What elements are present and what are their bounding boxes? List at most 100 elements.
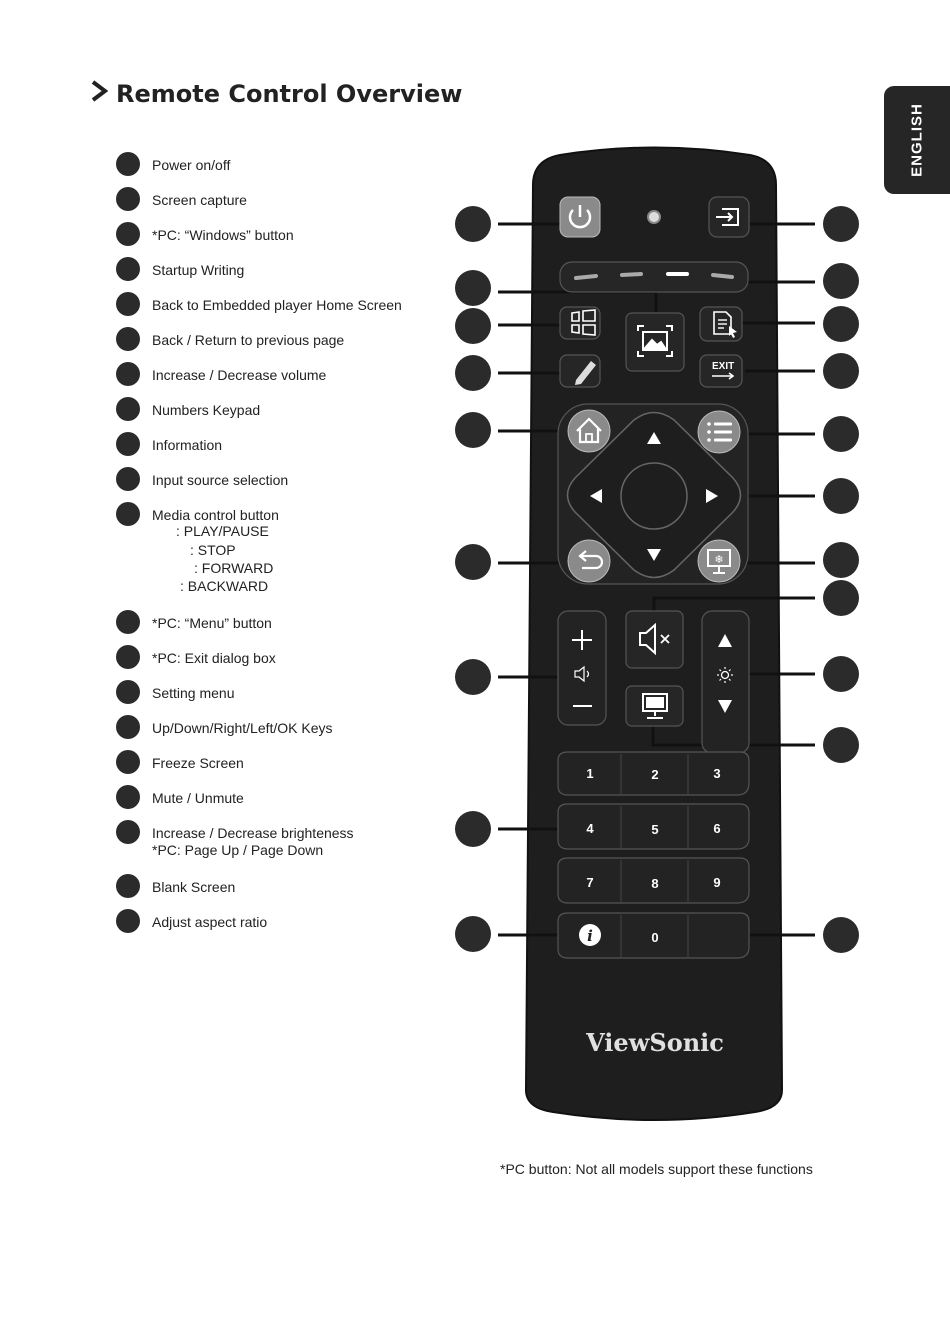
legend-item: Information — [116, 432, 222, 456]
exit-label: EXIT — [712, 361, 734, 372]
chevron-right-icon — [90, 80, 110, 108]
pc-menu-button — [699, 306, 743, 342]
callout-dot — [116, 187, 140, 211]
page-title-text: Remote Control Overview — [116, 80, 463, 108]
media-sub-backward: : BACKWARD — [180, 578, 269, 594]
callout-dot — [116, 715, 140, 739]
callout-dot — [116, 292, 140, 316]
legend-item: Screen capture — [116, 187, 247, 211]
svg-text:❄: ❄ — [714, 553, 723, 566]
legend-item: Adjust aspect ratio — [116, 909, 267, 933]
legend-item: Freeze Screen — [116, 750, 244, 774]
volume-rocker — [557, 610, 607, 726]
legend-item: Setting menu — [116, 680, 235, 704]
ir-indicator — [647, 210, 661, 224]
legend-item: Back / Return to previous page — [116, 327, 344, 351]
media-sub-play-pause: : PLAY/PAUSE — [176, 523, 269, 539]
startup-writing-button — [559, 354, 601, 388]
home-button — [567, 409, 611, 453]
screen-capture-icon — [637, 325, 673, 357]
mute-icon — [639, 622, 656, 656]
brightness-up-icon — [718, 634, 732, 647]
blank-screen-button — [625, 685, 684, 727]
callout-lines — [498, 222, 815, 937]
windows-button — [559, 306, 601, 340]
media-sub-stop: : STOP — [190, 542, 236, 558]
key-0: 0 — [651, 930, 658, 945]
legend-item: *PC: “Windows” button — [116, 222, 294, 246]
info-icon — [579, 924, 601, 946]
callout-dot — [116, 785, 140, 809]
left-arrow-icon — [590, 489, 602, 503]
up-arrow-icon — [647, 432, 661, 444]
numbers-keypad: 1 2 3 4 5 6 7 8 9 0 i — [557, 751, 750, 959]
pen-icon — [575, 361, 596, 385]
key-6: 6 — [713, 821, 720, 836]
input-button — [708, 196, 750, 238]
svg-text:i: i — [587, 927, 593, 945]
key-7: 7 — [586, 875, 593, 890]
freeze-screen-button: ❄ — [697, 539, 741, 583]
callout-dot — [116, 257, 140, 281]
legend-item: Numbers Keypad — [116, 397, 260, 421]
legend-item: Mute / Unmute — [116, 785, 244, 809]
legend-item: Media control button — [116, 502, 279, 526]
brand-logo: ViewSonic — [585, 1028, 724, 1057]
legend-item: *PC: “Menu” button — [116, 610, 272, 634]
callout-dot — [116, 327, 140, 351]
screen-capture-button — [625, 312, 685, 372]
sun-icon — [720, 670, 730, 680]
media-control-strip — [559, 261, 749, 293]
right-arrow-icon — [706, 489, 718, 503]
document-cursor-icon — [713, 311, 732, 335]
key-1: 1 — [586, 766, 593, 781]
mute-button — [625, 610, 684, 669]
brightness-down-icon — [718, 700, 732, 713]
key-3: 3 — [713, 766, 720, 781]
callout-circles — [455, 206, 859, 953]
legend-item: Startup Writing — [116, 257, 244, 281]
power-button — [559, 196, 601, 238]
callout-dot — [116, 874, 140, 898]
callout-dot — [116, 645, 140, 669]
windows-icon — [571, 309, 596, 336]
callout-dot — [116, 222, 140, 246]
brightness-sub: *PC: Page Up / Page Down — [152, 842, 324, 858]
callout-dot — [116, 820, 140, 844]
media-sub-forward: : FORWARD — [194, 560, 274, 576]
callout-dot — [116, 680, 140, 704]
callout-dot — [116, 152, 140, 176]
input-source-icon — [722, 208, 739, 226]
page-title: Remote Control Overview — [90, 80, 462, 108]
key-8: 8 — [651, 876, 658, 891]
legend-item: *PC: Exit dialog box — [116, 645, 276, 669]
language-tab: ENGLISH — [884, 86, 950, 194]
legend-item: Input source selection — [116, 467, 288, 491]
callout-dot — [116, 750, 140, 774]
brightness-rocker — [701, 610, 750, 754]
legend-item: Blank Screen — [116, 874, 235, 898]
key-5: 5 — [651, 822, 658, 837]
ok-button — [620, 462, 688, 530]
key-9: 9 — [713, 875, 720, 890]
callout-dot — [116, 432, 140, 456]
key-2: 2 — [651, 767, 658, 782]
key-4: 4 — [586, 821, 594, 836]
down-arrow-icon — [647, 549, 661, 561]
callout-dot — [116, 397, 140, 421]
callout-dot — [116, 362, 140, 386]
legend-item: Increase / Decrease volume — [116, 362, 326, 386]
legend-item: Increase / Decrease brighteness — [116, 820, 354, 844]
footnote: *PC button: Not all models support these… — [500, 1161, 813, 1177]
legend-item: Power on/off — [116, 152, 230, 176]
legend-item: Back to Embedded player Home Screen — [116, 292, 402, 316]
speaker-icon — [574, 665, 585, 683]
callout-dot — [116, 610, 140, 634]
callout-dot — [116, 502, 140, 526]
list-icon — [707, 422, 732, 442]
info-button: i — [579, 924, 601, 946]
back-button — [567, 539, 611, 583]
power-icon — [568, 209, 592, 229]
setting-menu-button — [697, 410, 741, 454]
